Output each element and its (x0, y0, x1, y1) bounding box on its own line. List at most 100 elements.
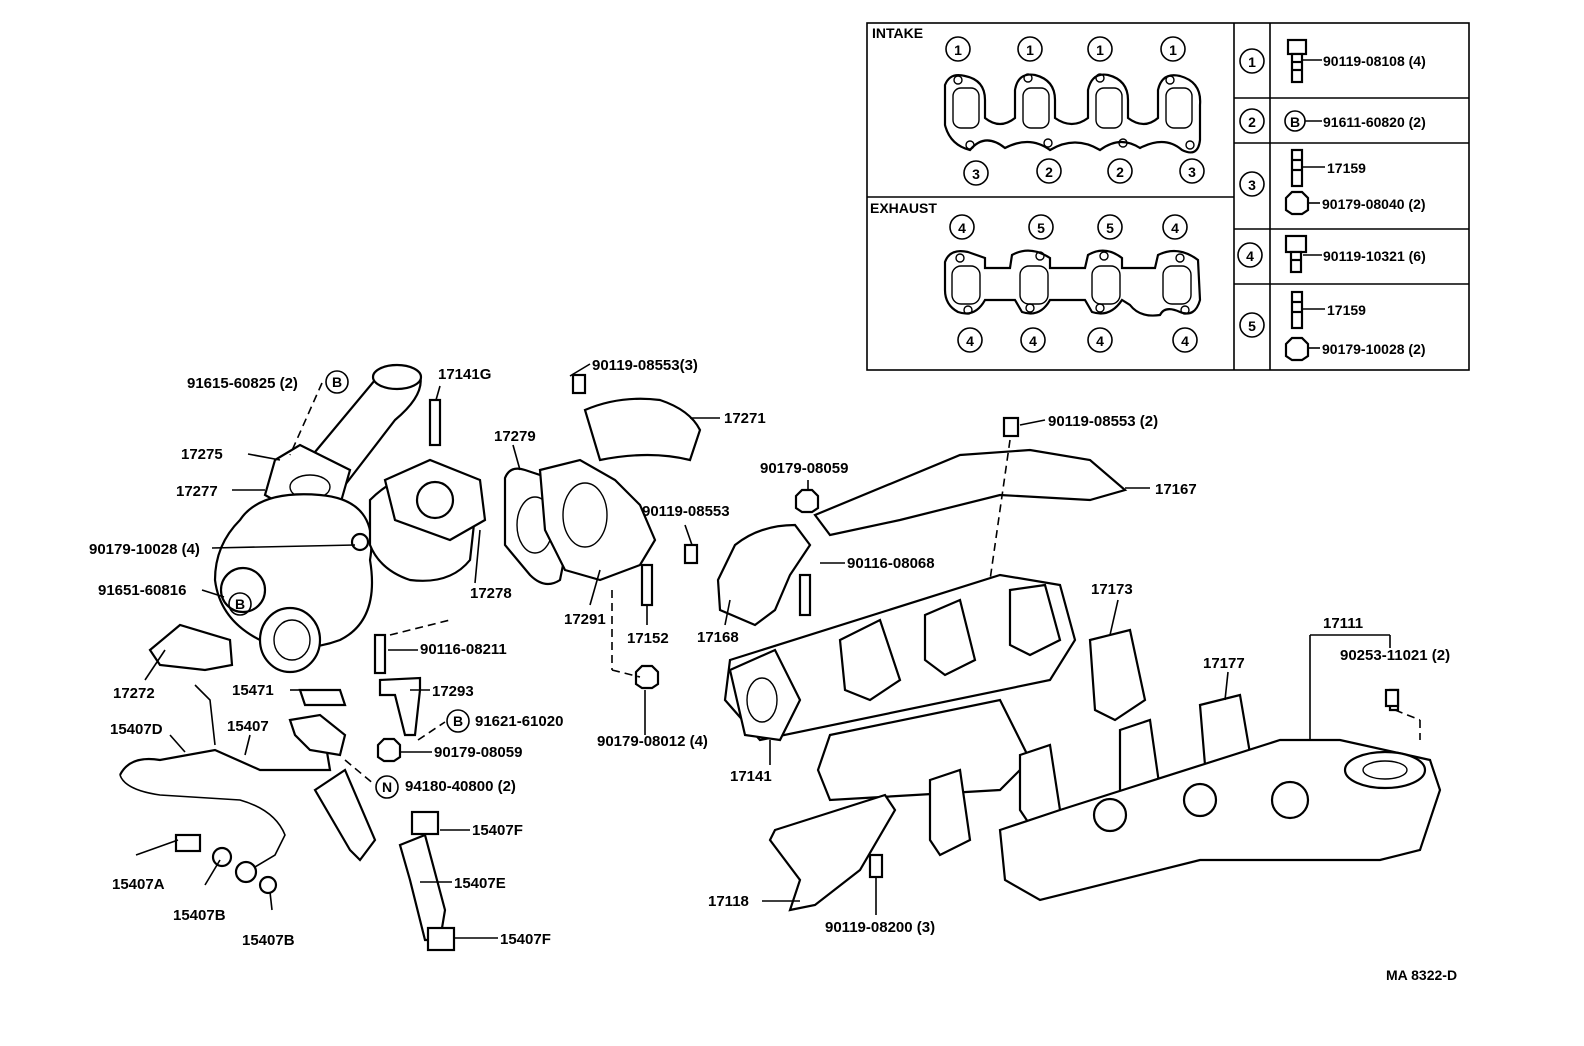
part-label: 91615-60825 (2) (187, 375, 298, 392)
turbo-gasket-and-elbow (503, 458, 657, 586)
svg-text:3: 3 (972, 166, 980, 182)
part-label: 17177 (1203, 655, 1245, 672)
gasket-legend: INTAKE EXHAUST 1 1 1 1 (866, 22, 1470, 371)
svg-text:4: 4 (1029, 333, 1037, 349)
exhaust-manifold-gaskets (816, 693, 1254, 857)
bolt-icon (1286, 38, 1308, 84)
svg-text:N: N (382, 779, 392, 795)
part-label: 90179-08012 (4) (597, 733, 708, 750)
heat-insulators (583, 397, 1128, 627)
svg-text:1: 1 (1026, 42, 1034, 58)
stud-icon (1290, 148, 1304, 188)
part-label: 15407A (112, 876, 165, 893)
svg-text:3: 3 (1248, 177, 1256, 193)
part-label: 90119-08553(3) (592, 357, 698, 374)
part-label: 90119-08553 (2) (1048, 413, 1158, 430)
intake-bottom-markers: 3 2 2 3 (963, 158, 1205, 186)
legend-row3-item1: 17159 (1327, 160, 1366, 176)
exhaust-top-markers: 4 5 5 4 (949, 214, 1188, 240)
part-labels: 91615-60825 (2) 17141G 17275 17277 90179… (89, 357, 1450, 949)
svg-text:1: 1 (1169, 42, 1177, 58)
turbocharger-assembly (148, 363, 487, 674)
part-label: 91621-61020 (475, 713, 563, 730)
part-label: 17152 (627, 630, 669, 647)
part-label: 90116-08068 (847, 555, 935, 572)
part-label: 17271 (724, 410, 766, 427)
svg-text:1: 1 (1096, 42, 1104, 58)
part-label: 90253-11021 (2) (1340, 647, 1450, 664)
svg-text:2: 2 (1116, 164, 1124, 180)
svg-text:B: B (235, 596, 245, 612)
oil-lines (119, 684, 456, 952)
intake-top-markers: 1 1 1 1 (945, 36, 1186, 62)
stud-icon (1290, 290, 1304, 330)
svg-text:2: 2 (1045, 164, 1053, 180)
part-label: 94180-40800 (2) (405, 778, 516, 795)
legend-row5-item2: 90179-10028 (2) (1322, 341, 1426, 357)
svg-text:4: 4 (958, 220, 966, 236)
part-label: 17272 (113, 685, 155, 702)
legend-row3-item2: 90179-08040 (2) (1322, 196, 1426, 212)
bracket-17118 (768, 793, 897, 912)
part-label: 90179-10028 (4) (89, 541, 200, 558)
part-label: 17173 (1091, 581, 1133, 598)
part-label: 17111 (1323, 615, 1363, 632)
legend-row1-item: 90119-08108 (4) (1323, 53, 1426, 69)
part-label: 17141G (438, 366, 491, 383)
part-label: 17118 (708, 893, 749, 910)
part-label: 15407D (110, 721, 163, 738)
nut-icon (1284, 190, 1310, 216)
legend-keys: 1 2 3 4 5 (1237, 48, 1265, 338)
svg-text:B: B (453, 713, 463, 729)
part-label: 17168 (697, 629, 739, 646)
badge-b: B (1290, 114, 1300, 130)
part-label: 90116-08211 (420, 641, 507, 658)
svg-text:B: B (332, 374, 342, 390)
part-label: 17293 (432, 683, 474, 700)
part-label: 17277 (176, 483, 218, 500)
badge-b: B (228, 592, 252, 616)
part-label: 90119-08200 (3) (825, 919, 935, 936)
badge-b: B (446, 709, 470, 733)
intake-manifold (723, 573, 1147, 742)
svg-text:5: 5 (1248, 318, 1256, 334)
nut-icon (1284, 336, 1310, 362)
part-label: 15407 (227, 718, 269, 735)
diagram-code: MA 8322-D (1386, 967, 1457, 983)
svg-text:3: 3 (1188, 164, 1196, 180)
badge-b: B (325, 370, 349, 394)
svg-text:2: 2 (1248, 114, 1256, 130)
svg-text:4: 4 (1246, 248, 1254, 264)
exhaust-gasket-drawing (943, 249, 1202, 317)
legend-row2-item: 91611-60820 (2) (1323, 114, 1426, 130)
bolt-icon (1284, 234, 1308, 274)
badge-n: N (375, 775, 399, 799)
part-label: 17275 (181, 446, 223, 463)
part-label: 15471 (232, 682, 274, 699)
legend-row4-item: 90119-10321 (6) (1323, 248, 1426, 264)
part-label: 90179-08059 (434, 744, 522, 761)
part-label: 15407F (472, 822, 523, 839)
intake-gasket-drawing (943, 73, 1202, 154)
part-label: 15407F (500, 931, 551, 948)
svg-text:4: 4 (1181, 333, 1189, 349)
svg-text:1: 1 (1248, 54, 1256, 70)
part-label: 90119-08553 (642, 503, 730, 520)
svg-text:5: 5 (1106, 220, 1114, 236)
intake-title: INTAKE (872, 25, 923, 41)
fasteners (373, 373, 1400, 879)
part-label: 15407E (454, 875, 506, 892)
exhaust-bottom-markers: 4 4 4 4 (957, 327, 1198, 353)
exhaust-manifold (998, 688, 1442, 902)
part-label: 17278 (470, 585, 512, 602)
part-label: 91651-60816 (98, 582, 186, 599)
svg-text:5: 5 (1037, 220, 1045, 236)
part-label: 15407B (173, 907, 226, 924)
part-label: 17141 (730, 768, 772, 785)
svg-text:4: 4 (1171, 220, 1179, 236)
exhaust-title: EXHAUST (870, 200, 937, 216)
svg-text:1: 1 (954, 42, 962, 58)
part-label: 17167 (1155, 481, 1197, 498)
legend-row5-item1: 17159 (1327, 302, 1366, 318)
